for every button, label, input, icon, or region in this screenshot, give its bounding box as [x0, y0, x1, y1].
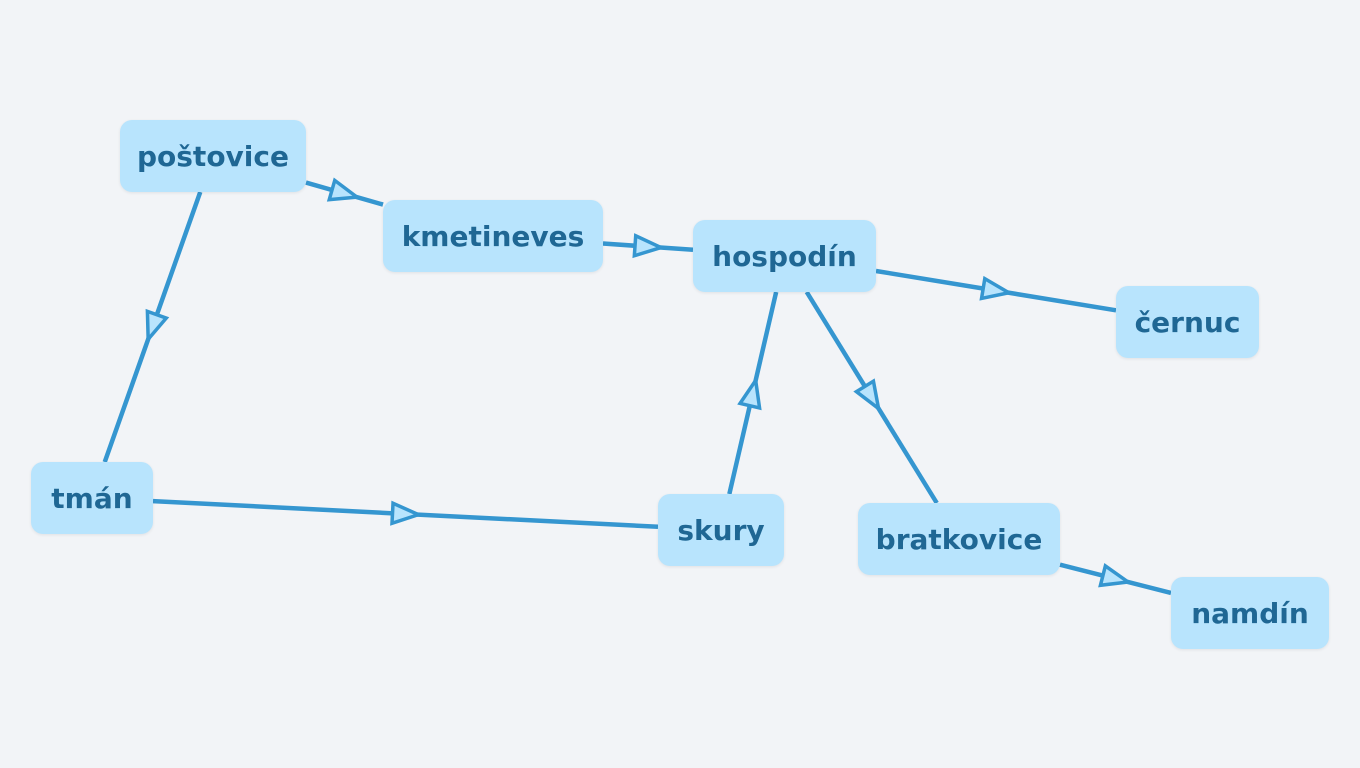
edge-postovice-kmetineves [305, 177, 384, 207]
node-postovice[interactable]: poštovice [120, 120, 306, 192]
node-cernuc[interactable]: černuc [1116, 286, 1259, 358]
node-label: poštovice [136, 139, 289, 173]
edge-kmetineves-hospodin [602, 233, 694, 259]
node-label: černuc [1134, 305, 1241, 339]
edge-hospodin-bratkovice [804, 290, 939, 505]
arrowhead-icon [737, 375, 762, 411]
edge-tman-skury [152, 498, 659, 530]
node-label: namdín [1191, 596, 1309, 630]
arrowhead-icon [853, 378, 882, 413]
node-skury[interactable]: skury [658, 494, 784, 566]
node-hospodin[interactable]: hospodín [693, 220, 876, 292]
node-label: bratkovice [875, 522, 1043, 556]
node-namdin[interactable]: namdín [1171, 577, 1329, 649]
node-label: kmetineves [401, 219, 585, 253]
arrowhead-icon [326, 177, 362, 202]
edge-skury-hospodin [727, 291, 779, 495]
node-label: hospodín [712, 239, 857, 273]
arrowhead-icon [632, 233, 666, 259]
node-kmetineves[interactable]: kmetineves [383, 200, 603, 272]
edge-postovice-tman [102, 191, 203, 463]
arrowhead-icon [1098, 563, 1133, 588]
node-bratkovice[interactable]: bratkovice [858, 503, 1060, 575]
edge-bratkovice-namdin [1059, 562, 1172, 596]
node-label: skury [677, 513, 765, 547]
node-tman[interactable]: tmán [31, 462, 153, 534]
arrowhead-icon [979, 275, 1014, 301]
edge-hospodin-cernuc [875, 268, 1117, 313]
node-label: tmán [51, 481, 133, 515]
arrowhead-icon [390, 500, 424, 526]
arrowhead-icon [145, 308, 170, 344]
